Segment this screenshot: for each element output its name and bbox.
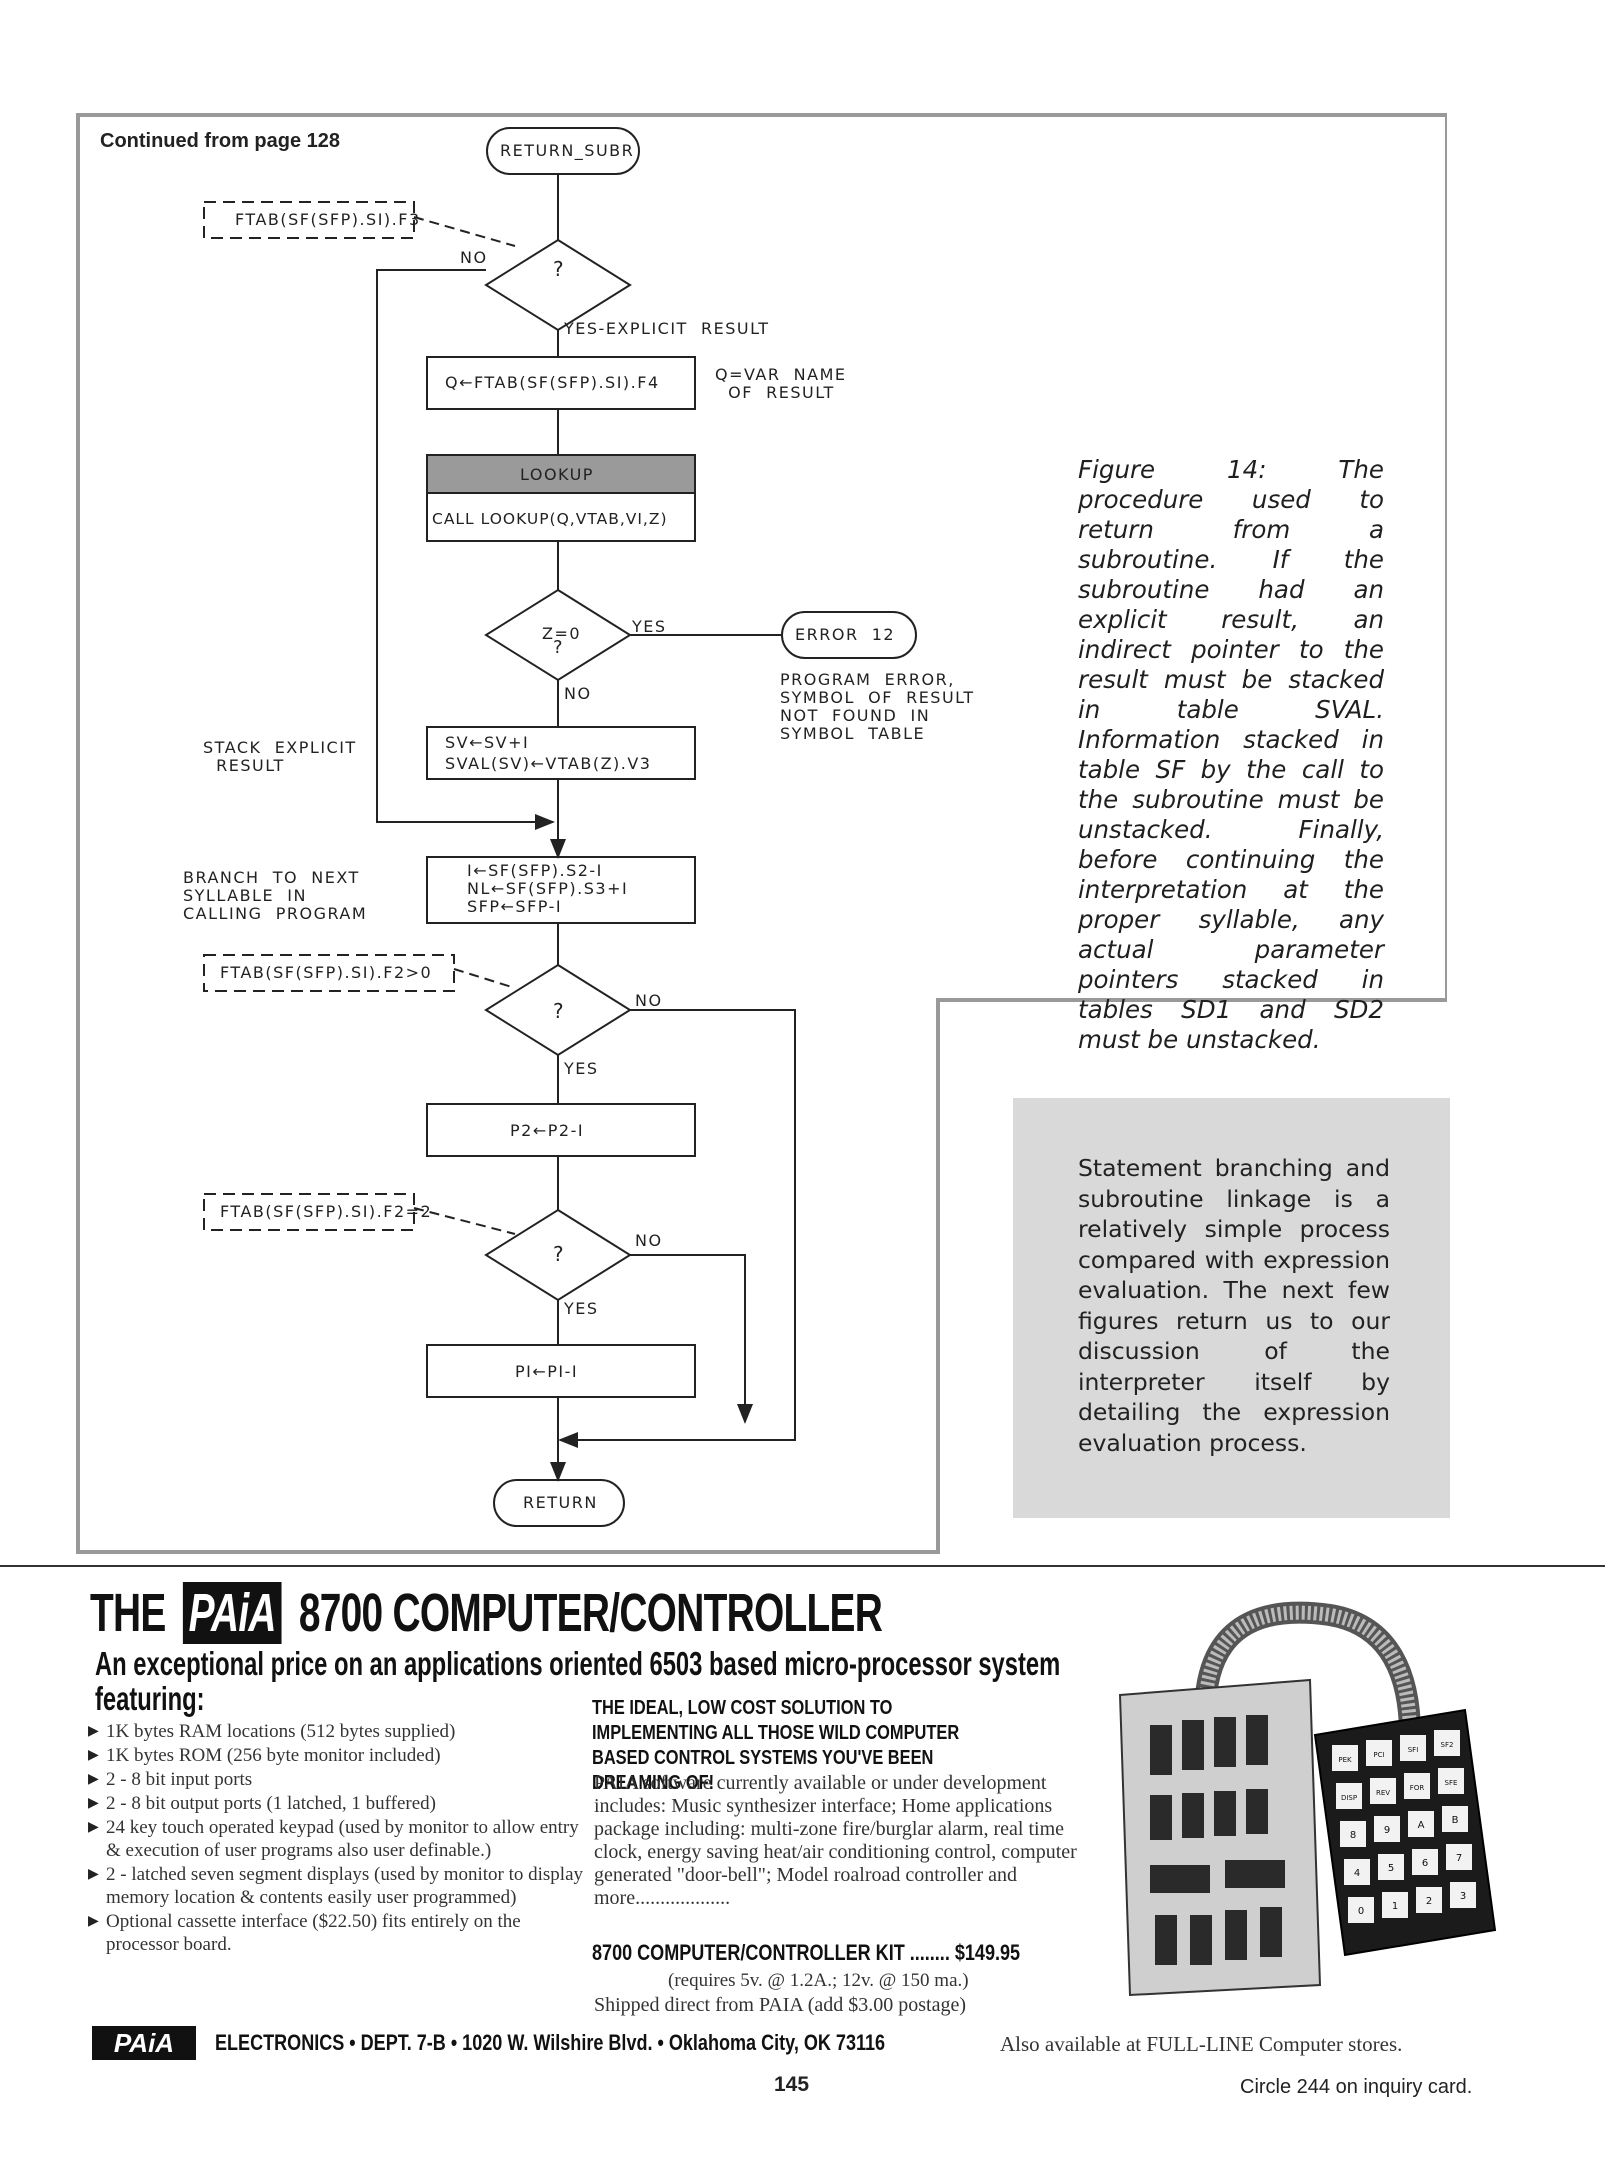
keypad-key-label: SF2	[1441, 1741, 1454, 1749]
keypad-key-label: 6	[1422, 1858, 1428, 1869]
keypad-key-label: SFE	[1445, 1779, 1458, 1787]
callout-text: Statement branching and subroutine linka…	[1078, 1153, 1390, 1458]
page-number: 145	[774, 2073, 809, 2097]
lookup-header: LOOKUP	[520, 466, 594, 484]
decision-2-symbol: ?	[553, 1002, 565, 1020]
kit-requirements: (requires 5v. @ 1.2A.; 12v. @ 150 ma.)	[668, 1970, 969, 1992]
ad-subtitle: An exceptional price on an applications …	[95, 1645, 1060, 1683]
decision-z-yes: YES	[632, 618, 667, 636]
keypad-key-label: DISP	[1341, 1794, 1357, 1802]
decision-z-symbol: ?	[553, 639, 564, 657]
decision-1-shape	[486, 240, 630, 330]
box-i-line3: SFP←SFP-I	[467, 898, 562, 916]
keypad-key-label: B	[1452, 1815, 1459, 1826]
keypad-key-label: 2	[1426, 1896, 1432, 1907]
decision-z-no: NO	[564, 685, 592, 703]
list-item: 2 - latched seven segment displays (used…	[88, 1863, 588, 1909]
decision-2-condition: FTAB(SF(SFP).SI).F2>0	[220, 964, 432, 982]
paia-footer-logo: PAiA	[92, 2026, 196, 2060]
keypad-key-label: 4	[1354, 1868, 1360, 1879]
list-item: Optional cassette interface ($22.50) fit…	[88, 1910, 588, 1956]
keypad-key-label: 7	[1456, 1853, 1462, 1864]
decision-1-symbol: ?	[553, 260, 565, 278]
branch-note: BRANCH TO NEXT SYLLABLE IN CALLING PROGR…	[183, 869, 367, 923]
keypad-key-label: 1	[1392, 1901, 1398, 1912]
stack-note: STACK EXPLICIT RESULT	[203, 739, 357, 775]
figure-caption: Figure 14: The procedure used to return …	[1078, 455, 1384, 1055]
keypad-key-label: PCI	[1373, 1751, 1384, 1759]
decision-3-condition: FTAB(SF(SFP).SI).F2=2	[220, 1203, 432, 1221]
decision-2-yes: YES	[564, 1060, 599, 1078]
keypad-key-label: 0	[1358, 1906, 1364, 1917]
inquiry-note: Circle 244 on inquiry card.	[1240, 2076, 1472, 2099]
keypad-key-label: 8	[1350, 1830, 1356, 1841]
ad-body: PAIA software currently available or und…	[594, 1772, 1099, 1910]
list-item: 1K bytes RAM locations (512 bytes suppli…	[88, 1720, 588, 1743]
keypad-key-label: 3	[1460, 1891, 1466, 1902]
keypad-key-label: 9	[1384, 1825, 1390, 1836]
error-terminal-label: ERROR 12	[795, 626, 895, 644]
ad-title-pre: THE	[90, 1583, 166, 1643]
list-item: 24 key touch operated keypad (used by mo…	[88, 1816, 588, 1862]
ad-title-post: 8700 COMPUTER/CONTROLLER	[299, 1583, 882, 1643]
list-item: 1K bytes ROM (256 byte monitor included)	[88, 1744, 588, 1767]
box-p2-text: P2←P2-I	[510, 1122, 584, 1140]
end-terminal-label: RETURN	[523, 1494, 598, 1512]
ad-title: THE PAiA 8700 COMPUTER/CONTROLLER	[90, 1582, 882, 1644]
keypad-key-label: PEK	[1338, 1756, 1352, 1764]
callout-box: Statement branching and subroutine linka…	[1013, 1098, 1450, 1518]
decision-3-symbol: ?	[553, 1245, 565, 1263]
ad-also-available: Also available at FULL-LINE Computer sto…	[1000, 2032, 1402, 2057]
ad-address: ELECTRONICS • DEPT. 7-B • 1020 W. Wilshi…	[215, 2030, 885, 2056]
feature-list: 1K bytes RAM locations (512 bytes suppli…	[88, 1720, 588, 1957]
box-i-line1: I←SF(SFP).S2-I	[467, 862, 603, 880]
keypad-key-label: REV	[1376, 1789, 1390, 1797]
decision-3-yes: YES	[564, 1300, 599, 1318]
list-item: 2 - 8 bit output ports (1 latched, 1 buf…	[88, 1792, 588, 1815]
keypad-key-label: SFI	[1408, 1746, 1419, 1754]
ad-featuring: featuring:	[95, 1680, 205, 1718]
box-i-line2: NL←SF(SFP).S3+I	[467, 880, 628, 898]
lookup-call: CALL LOOKUP(Q,VTAB,VI,Z)	[432, 510, 668, 528]
decision-3-no: NO	[635, 1232, 663, 1250]
continued-note: Continued from page 128	[100, 130, 340, 153]
box-q-text: Q←FTAB(SF(SFP).SI).F4	[445, 374, 660, 392]
decision-1-condition: FTAB(SF(SFP).SI).F3	[235, 211, 421, 229]
error-note: PROGRAM ERROR, SYMBOL OF RESULT NOT FOUN…	[780, 671, 975, 743]
q-note: Q=VAR NAME OF RESULT	[715, 366, 846, 402]
keypad-key-label: FOR	[1410, 1784, 1425, 1792]
keypad-key-label: 5	[1388, 1863, 1394, 1874]
sv-box-line2: SVAL(SV)←VTAB(Z).V3	[445, 755, 651, 773]
box-p1-text: PI←PI-I	[515, 1363, 578, 1381]
start-terminal-label: RETURN_SUBR	[500, 142, 634, 160]
list-item: 2 - 8 bit input ports	[88, 1768, 588, 1791]
decision-2-no: NO	[635, 992, 663, 1010]
kit-price-line: 8700 COMPUTER/CONTROLLER KIT ........ $1…	[592, 1940, 1020, 1966]
decision-1-yes-explicit: YES-EXPLICIT RESULT	[564, 320, 770, 338]
section-divider	[0, 1565, 1605, 1567]
keypad-key-label: A	[1418, 1820, 1425, 1831]
paia-logo: PAiA	[183, 1582, 282, 1644]
decision-1-no: NO	[460, 249, 488, 267]
sv-box-line1: SV←SV+I	[445, 734, 529, 752]
kit-shipping: Shipped direct from PAIA (add $3.00 post…	[594, 1994, 966, 2017]
